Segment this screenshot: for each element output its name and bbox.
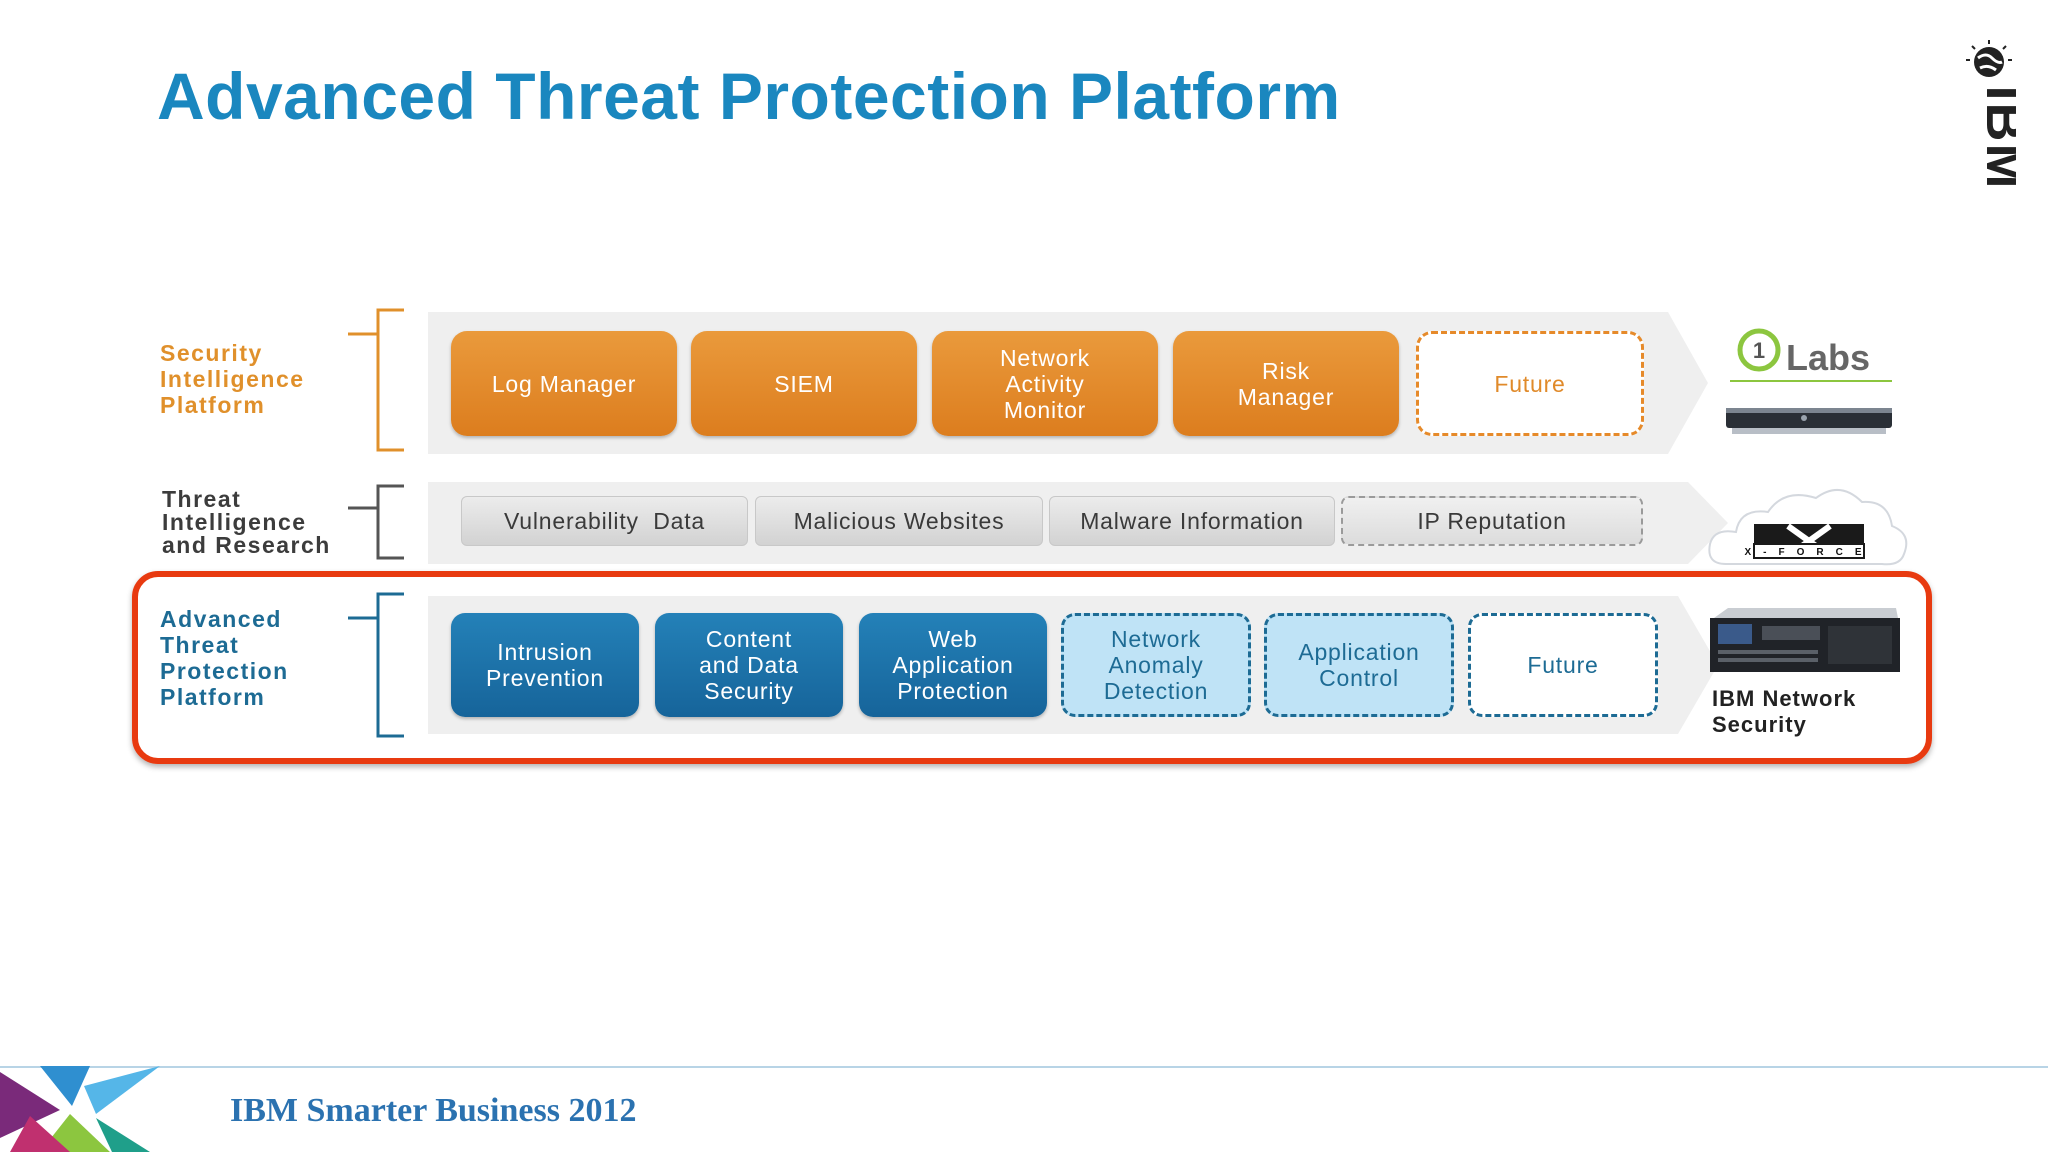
smarter-business-logo-icon	[0, 1066, 160, 1152]
ibm-logo: IBM	[1966, 40, 2016, 191]
footer-divider	[0, 1066, 2048, 1068]
q1-labs-logo: 1 Labs	[1726, 328, 1892, 434]
svg-text:1: 1	[1753, 338, 1765, 363]
row-label-advanced-threat: Advanced Threat Protection Platform	[160, 606, 289, 710]
bracket	[348, 484, 404, 560]
row-label-threat-intelligence: Threat Intelligence and Research	[162, 486, 331, 558]
bracket	[348, 592, 404, 738]
log-manager-box: Log Manager	[451, 331, 677, 436]
future-box: Future	[1416, 331, 1644, 436]
svg-text:Labs: Labs	[1786, 337, 1870, 378]
bracket	[348, 308, 404, 452]
risk-manager-box: Risk Manager	[1173, 331, 1399, 436]
highlight-frame	[132, 571, 1932, 764]
globe-icon	[1966, 40, 2012, 77]
intrusion-prevention-box: Intrusion Prevention	[451, 613, 639, 717]
svg-text:IBM: IBM	[1975, 86, 2016, 191]
network-activity-monitor-box: Network Activity Monitor	[932, 331, 1158, 436]
server-appliance-icon	[1710, 608, 1900, 672]
ibm-network-security-caption: IBM Network Security	[1712, 686, 1857, 737]
future-box: Future	[1468, 613, 1658, 717]
siem-box: SIEM	[691, 331, 917, 436]
page-title: Advanced Threat Protection Platform	[157, 59, 1341, 133]
malware-information-box: Malware Information	[1049, 496, 1335, 546]
content-data-security-box: Content and Data Security	[655, 613, 843, 717]
application-control-box: Application Control	[1264, 613, 1454, 717]
appliance-icon	[1726, 408, 1892, 434]
footer-text: IBM Smarter Business 2012	[230, 1092, 637, 1129]
row-label-security-intelligence: Security Intelligence Platform	[160, 340, 305, 418]
x-force-logo: X-FORCE	[1708, 489, 1908, 566]
vulnerability-data-box: Vulnerability Data	[461, 496, 748, 546]
malicious-websites-box: Malicious Websites	[755, 496, 1043, 546]
network-anomaly-detection-box: Network Anomaly Detection	[1061, 613, 1251, 717]
ip-reputation-box: IP Reputation	[1341, 496, 1643, 546]
svg-text:X-FORCE: X-FORCE	[1745, 547, 1874, 558]
web-application-protection-box: Web Application Protection	[859, 613, 1047, 717]
